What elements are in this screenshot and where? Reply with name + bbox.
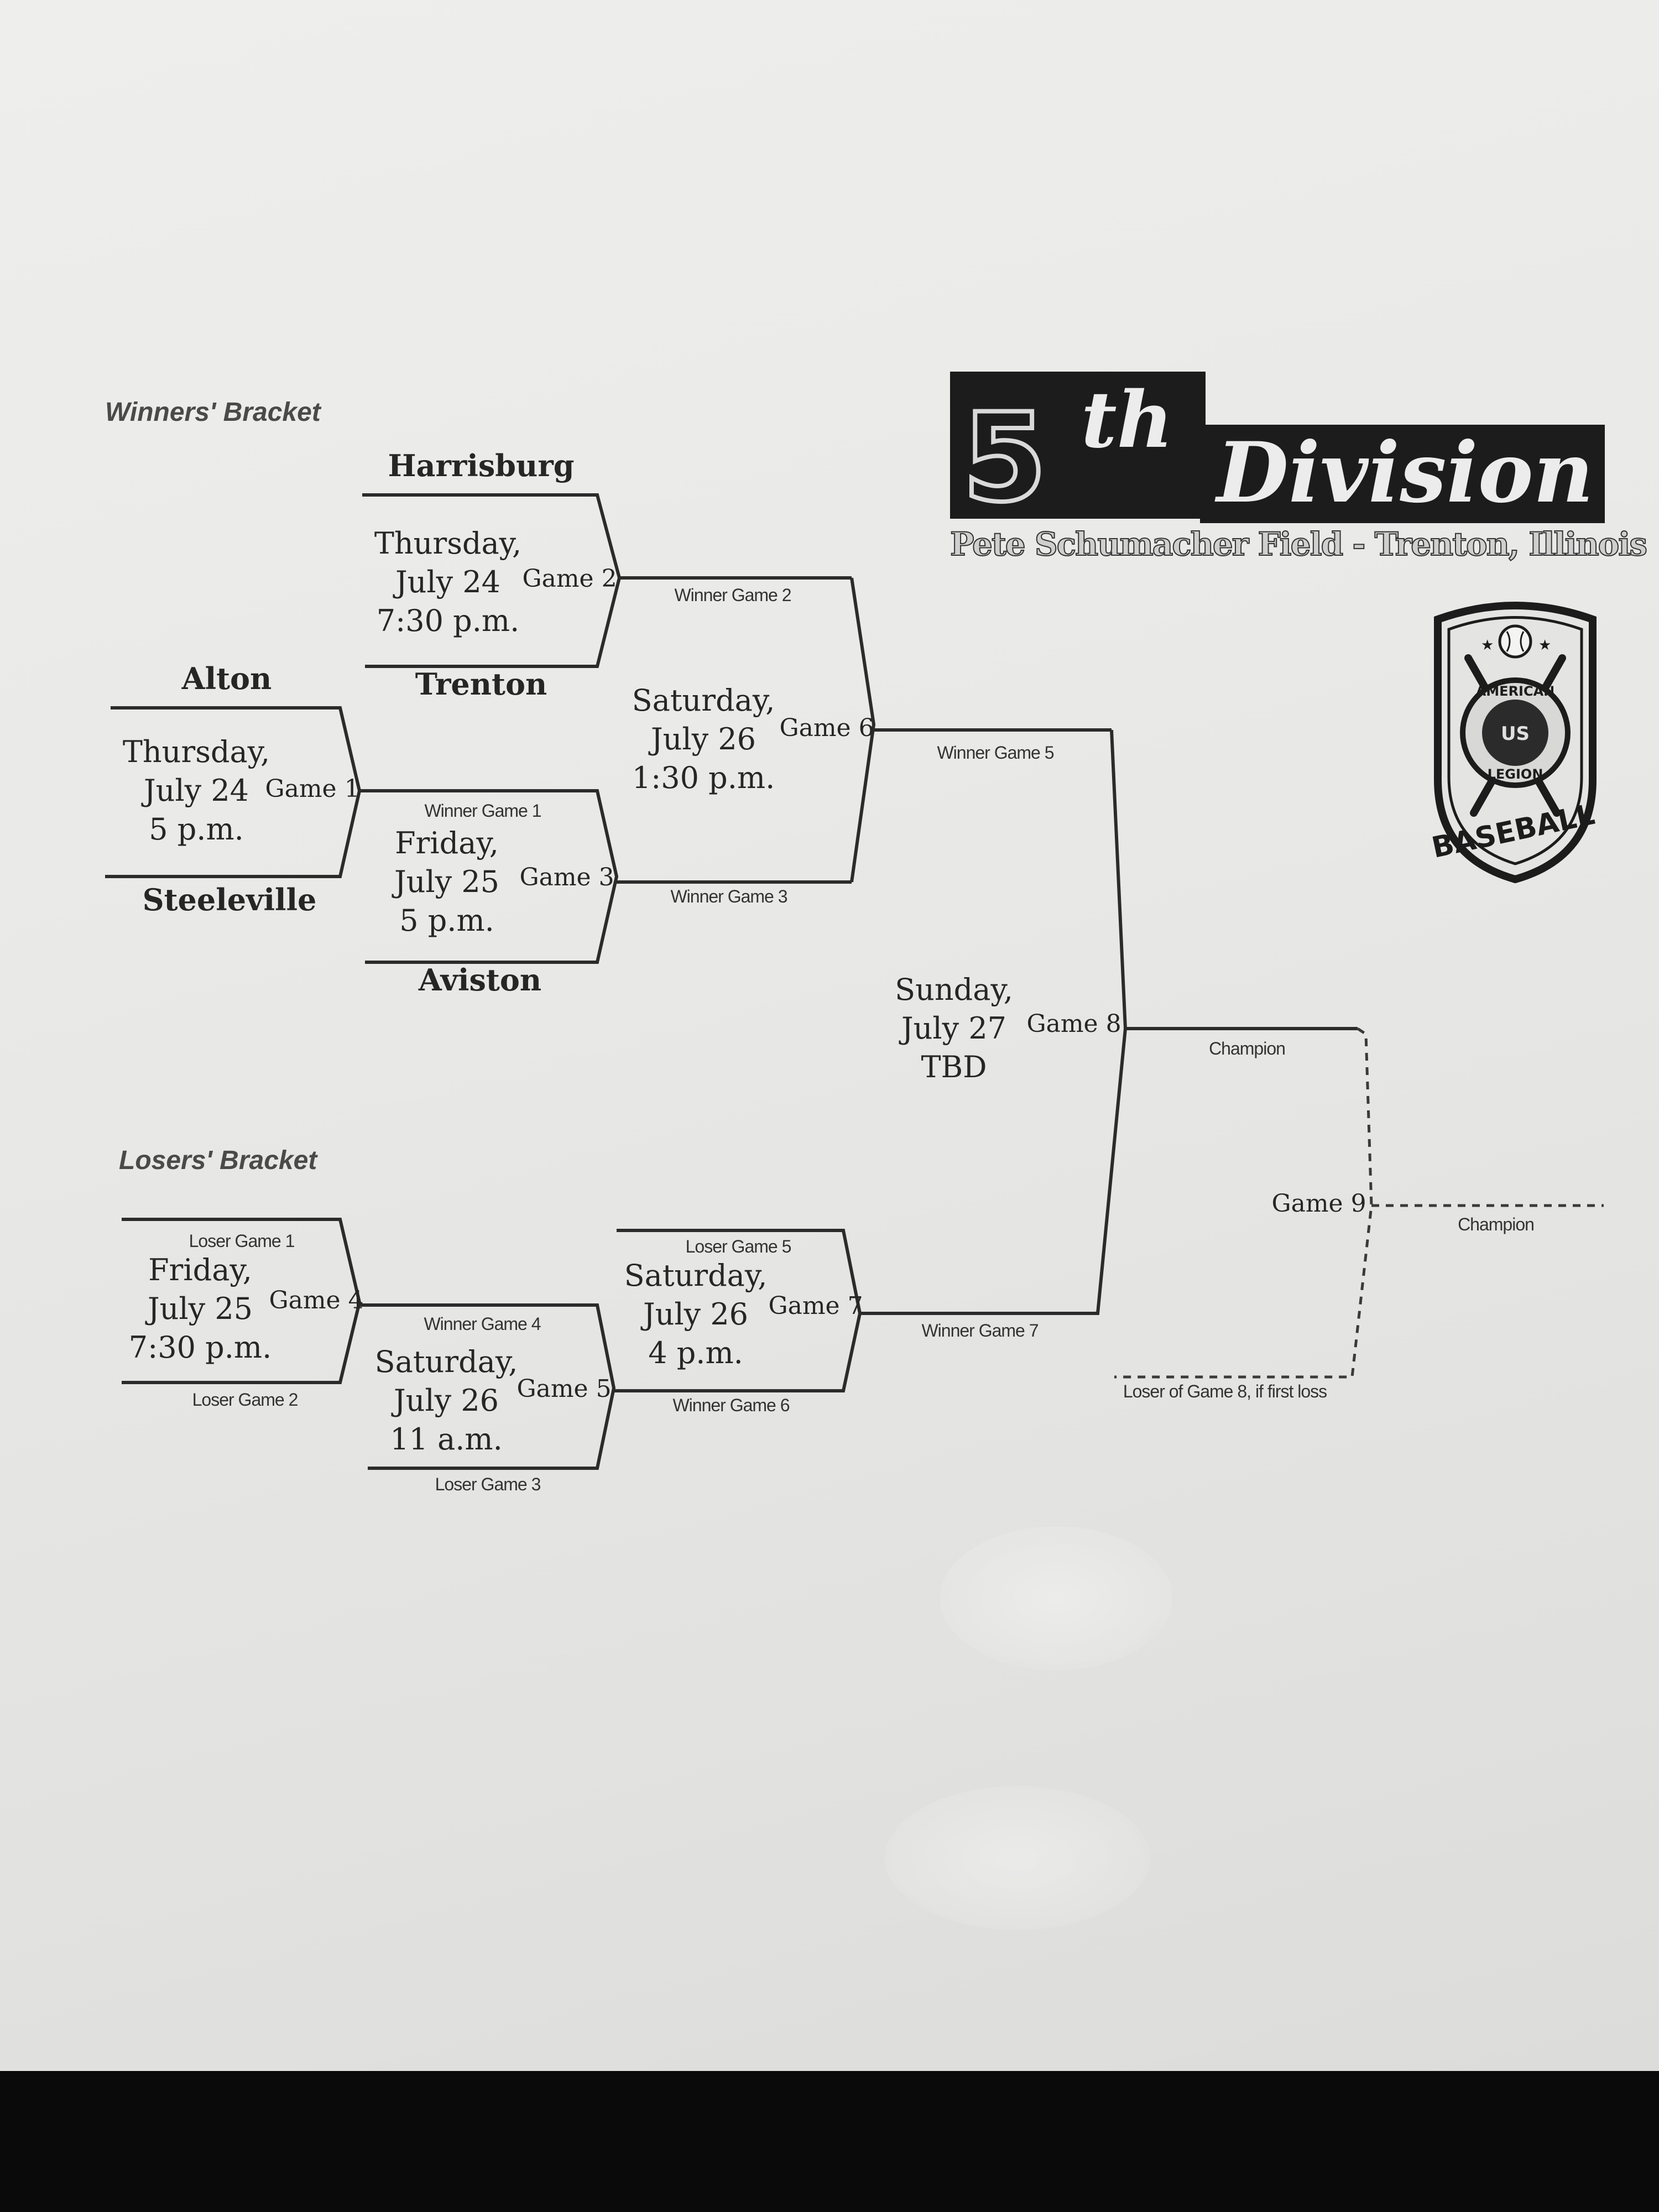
game9-champion-slot: Champion [1458, 1214, 1535, 1234]
game4-bracket [122, 1218, 362, 1384]
game7-date: Saturday, July 26 4 p.m. [624, 1258, 768, 1370]
game6-top-slot: Winner Game 2 [674, 585, 791, 605]
game6-bracket [850, 577, 876, 883]
game9-loser-note: Loser of Game 8, if first loss [1123, 1381, 1327, 1401]
division-title: Division [1217, 424, 1594, 521]
game8-bottom-slot: Winner Game 7 [921, 1321, 1039, 1340]
star-icon: ★ [1481, 637, 1494, 654]
game5-label: Game 5 [517, 1375, 612, 1403]
game5-bottom-slot: Loser Game 3 [435, 1474, 541, 1494]
game3-date: Friday, July 25 5 p.m. [394, 826, 500, 938]
game2-top-team: Harrisburg [388, 448, 575, 483]
paper-crease [940, 1526, 1172, 1670]
winners-bracket-heading: Winners' Bracket [105, 398, 321, 427]
emblem-top-text: AMERICAN [1476, 684, 1555, 699]
game7-top-slot: Loser Game 5 [685, 1237, 792, 1256]
baseball-icon [1498, 624, 1532, 659]
baseball-seams [1506, 631, 1525, 652]
game2-bottom-team: Trenton [415, 666, 547, 702]
emblem-inner-border [1447, 616, 1583, 865]
game9-bracket [1114, 1027, 1373, 1379]
game3-label: Game 3 [519, 863, 614, 891]
game2-label: Game 2 [522, 565, 617, 593]
game8-label: Game 8 [1026, 1010, 1121, 1038]
location-subtitle: Pete Schumacher Field - Trenton, Illinoi… [950, 525, 1648, 563]
game1-label: Game 1 [265, 775, 360, 803]
game8-date: Sunday, July 27 TBD [895, 972, 1013, 1084]
title-block-division-box [1200, 425, 1605, 523]
game7-bottom-slot: Winner Game 6 [672, 1395, 790, 1415]
game6-bottom-slot: Winner Game 3 [670, 886, 787, 906]
title-block-number-box [950, 372, 1206, 519]
game2-date: Thursday, July 24 7:30 p.m. [374, 526, 522, 638]
division-number: 5 [960, 387, 1049, 529]
game4-bottom-slot: Loser Game 2 [192, 1390, 299, 1410]
division-suffix: th [1081, 375, 1173, 466]
game7-bracket [617, 1229, 862, 1392]
legion-seal [1482, 700, 1548, 766]
american-legion-baseball-emblem: ★ ★ AMERICAN US LEGION BASEBALL [1429, 602, 1598, 884]
game1-bottom-team: Steeleville [142, 882, 317, 917]
game4-top-slot: Loser Game 1 [189, 1231, 295, 1251]
game7-label: Game 7 [768, 1292, 863, 1320]
game4-date: Friday, July 25 7:30 p.m. [128, 1253, 272, 1365]
game6-date: Saturday, July 26 1:30 p.m. [632, 683, 775, 795]
game1-date: Thursday, July 24 5 p.m. [122, 734, 270, 847]
game9-label: Game 9 [1271, 1190, 1366, 1218]
game8-champion-slot: Champion [1209, 1039, 1286, 1058]
losers-bracket-heading: Losers' Bracket [119, 1146, 317, 1175]
game4-label: Game 4 [269, 1286, 364, 1314]
game5-date: Saturday, July 26 11 a.m. [374, 1344, 518, 1457]
game5-bracket [368, 1303, 616, 1470]
star-icon: ★ [1538, 637, 1551, 654]
bracket-sheet: Winners' Bracket Losers' Bracket Alton T… [0, 0, 1659, 2071]
game1-top-team: Alton [181, 661, 272, 696]
game5-top-slot: Winner Game 4 [424, 1314, 541, 1334]
game6-label: Game 6 [779, 714, 874, 742]
game3-bracket [365, 789, 619, 964]
emblem-bottom-text: LEGION [1488, 766, 1543, 782]
game8-bracket [860, 729, 1128, 1315]
table-surface [0, 2071, 1659, 2212]
game8-top-slot: Winner Game 5 [937, 743, 1054, 763]
game3-bottom-team: Aviston [418, 962, 542, 998]
game3-top-slot: Winner Game 1 [424, 801, 541, 821]
emblem-center-text: US [1501, 723, 1530, 745]
bracket-lines [105, 493, 1604, 1470]
paper-crease [885, 1786, 1150, 1930]
